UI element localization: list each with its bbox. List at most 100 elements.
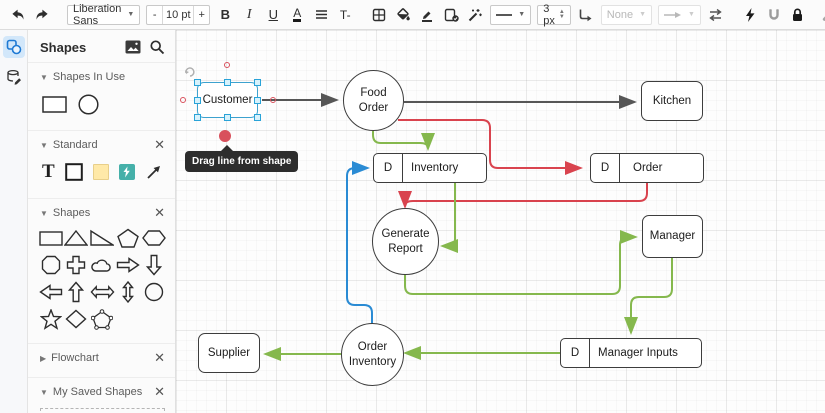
edge-foodorder-inventory[interactable] — [372, 131, 435, 151]
node-inventory[interactable]: D Inventory — [373, 153, 487, 183]
waypoints-dropdown[interactable]: None ▼ — [600, 4, 652, 25]
autosize-wand-icon[interactable] — [464, 3, 486, 27]
close-icon[interactable]: ✕ — [154, 205, 165, 220]
line-style-icon — [496, 13, 513, 16]
connection-arrow-dropdown[interactable]: ▼ — [658, 4, 701, 25]
shape-arrow-left-right[interactable] — [90, 281, 115, 303]
resize-handle-nw[interactable] — [194, 79, 201, 86]
redo-icon[interactable] — [31, 3, 53, 27]
underline-button[interactable]: U — [268, 7, 278, 22]
shape-triangle[interactable] — [64, 227, 89, 249]
shape-rectangle[interactable] — [42, 93, 67, 115]
diagram-canvas[interactable]: Customer Drag line from shape Food Order… — [176, 30, 825, 413]
wrench-icon[interactable] — [818, 3, 825, 27]
resize-handle-w[interactable] — [194, 96, 201, 104]
shape-cloud[interactable] — [90, 254, 115, 276]
node-order[interactable]: D Order — [590, 153, 704, 183]
font-color-button[interactable]: A — [286, 3, 308, 27]
shape-circle[interactable] — [141, 281, 166, 303]
edge-orderinventory-inventory[interactable] — [346, 161, 373, 324]
undo-icon[interactable] — [7, 3, 29, 27]
edge-manager-managerinputs[interactable] — [624, 258, 673, 335]
align-button[interactable] — [310, 3, 332, 27]
edge-order-generatereport[interactable] — [398, 183, 648, 209]
shapes-panel-icon[interactable] — [2, 36, 25, 58]
node-customer[interactable]: Customer — [194, 79, 261, 121]
saved-shapes-drop-area[interactable] — [40, 408, 165, 413]
shape-right-triangle[interactable] — [90, 227, 115, 249]
section-shapes[interactable]: ▼ Shapes ✕ — [28, 199, 175, 225]
node-food-order[interactable]: Food Order — [343, 70, 404, 131]
lightning-icon[interactable] — [739, 3, 761, 27]
image-icon[interactable] — [125, 40, 141, 54]
font-family-select[interactable]: Liberation Sans ▼ — [67, 3, 141, 27]
node-order-inventory[interactable]: Order Inventory — [341, 323, 404, 386]
edge-generatereport-manager[interactable] — [404, 230, 638, 295]
shape-octagon[interactable] — [38, 254, 63, 276]
rotate-handle-icon[interactable] — [184, 66, 196, 78]
fill-color-icon[interactable] — [392, 3, 414, 27]
shape-arrow-up-down[interactable] — [115, 281, 140, 303]
close-icon[interactable]: ✕ — [154, 350, 165, 365]
resize-handle-s[interactable] — [224, 114, 231, 121]
section-my-saved-shapes[interactable]: ▼ My Saved Shapes ✕ — [28, 378, 175, 404]
shape-diamond[interactable] — [64, 308, 89, 330]
resize-handle-se[interactable] — [254, 114, 261, 121]
connect-point-right[interactable] — [270, 97, 276, 103]
close-icon[interactable]: ✕ — [154, 137, 165, 152]
node-supplier[interactable]: Supplier — [198, 333, 260, 373]
shape-ellipse[interactable] — [76, 93, 101, 115]
shape-arrow-up[interactable] — [64, 281, 89, 303]
drag-line-point[interactable] — [219, 130, 231, 142]
edge-inventory-generatereport[interactable] — [440, 183, 458, 253]
line-style-dropdown[interactable]: ▼ — [490, 4, 532, 25]
shape-pentagon[interactable] — [115, 227, 140, 249]
section-standard[interactable]: ▼ Standard ✕ — [28, 131, 175, 157]
section-shapes-in-use[interactable]: ▼ Shapes In Use — [28, 63, 175, 89]
shape-rectangle[interactable] — [64, 161, 83, 183]
edit-style-icon[interactable] — [440, 3, 462, 27]
shape-arrow-northeast[interactable] — [145, 161, 162, 183]
shape-text[interactable]: T — [42, 161, 55, 182]
stepper-caret-icons[interactable]: ▲▼ — [558, 8, 565, 20]
bold-button[interactable]: B — [220, 7, 230, 22]
edge-foodorder-order[interactable] — [398, 119, 583, 175]
node-manager[interactable]: Manager — [642, 215, 703, 258]
connect-point-top[interactable] — [224, 62, 230, 68]
resize-handle-ne[interactable] — [254, 79, 261, 86]
resize-handle-e[interactable] — [254, 96, 261, 104]
magnet-icon[interactable] — [763, 3, 785, 27]
font-size-increase-button[interactable]: + — [198, 8, 205, 21]
node-manager-inputs[interactable]: D Manager Inputs — [560, 338, 702, 368]
shape-arrow-right[interactable] — [115, 254, 140, 276]
waypoints-icon[interactable] — [575, 3, 597, 27]
resize-handle-n[interactable] — [224, 79, 231, 86]
shape-polygon-vertices[interactable] — [90, 308, 115, 330]
node-generate-report[interactable]: Generate Report — [372, 208, 439, 275]
clear-formatting-button[interactable]: T- — [339, 7, 351, 22]
close-icon[interactable]: ✕ — [154, 384, 165, 399]
resize-handle-sw[interactable] — [194, 114, 201, 121]
shape-arrow-left[interactable] — [38, 281, 63, 303]
connect-point-left[interactable] — [180, 97, 186, 103]
lock-icon[interactable] — [787, 3, 809, 27]
shape-hexagon[interactable] — [141, 227, 166, 249]
shape-cross[interactable] — [64, 254, 89, 276]
shape-star[interactable] — [38, 308, 63, 330]
data-store-prefix: D — [374, 154, 403, 182]
font-size-decrease-button[interactable]: - — [152, 8, 157, 21]
bidirectional-icon[interactable] — [705, 3, 727, 27]
search-icon[interactable] — [149, 39, 165, 55]
font-size-value[interactable]: 10 pt — [162, 5, 195, 24]
node-kitchen[interactable]: Kitchen — [641, 81, 703, 121]
line-color-icon[interactable] — [416, 3, 438, 27]
section-flowchart[interactable]: ▶ Flowchart ✕ — [28, 344, 175, 370]
shape-arrow-down[interactable] — [141, 254, 166, 276]
shape-rectangle[interactable] — [38, 227, 63, 249]
italic-button[interactable]: I — [246, 6, 252, 22]
shape-note-yellow[interactable] — [92, 164, 109, 180]
line-width-stepper[interactable]: 3 px ▲▼ — [537, 3, 571, 27]
data-panel-icon[interactable] — [3, 66, 25, 88]
shape-lightning-teal[interactable] — [118, 164, 135, 180]
table-icon[interactable] — [368, 3, 390, 27]
